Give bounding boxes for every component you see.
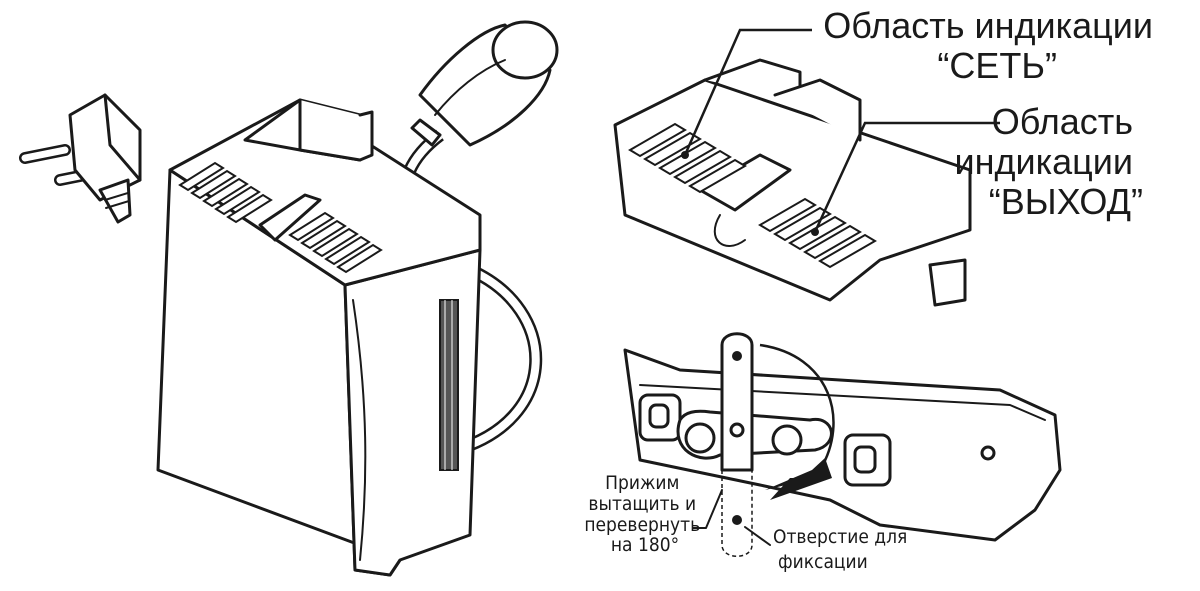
socket-connector-icon: [410, 20, 559, 147]
indicator-closeup: [613, 58, 972, 307]
leader-output: [813, 121, 1000, 233]
leader-hole: [744, 526, 771, 546]
power-plug-icon: [19, 93, 142, 224]
label-network-area: Область индикации “СЕТЬ”: [823, 5, 1163, 86]
leader-clamp: [692, 489, 723, 529]
side-vent: [439, 299, 459, 471]
mounting-bracket-icon: [623, 332, 1062, 557]
label-hole-note: Отверстие для фиксации: [773, 526, 913, 573]
label-output-area: Область индикации “ВЫХОД”: [954, 101, 1143, 222]
rotation-arrow-icon: [759, 343, 835, 500]
vent-fins-right: [288, 211, 383, 274]
leader-network: [683, 28, 812, 156]
label-clamp-note: Прижим вытащить и перевернуть на 180°: [584, 472, 705, 556]
vent-fins-left: [178, 161, 273, 224]
stabilizer-device-icon: [120, 98, 543, 577]
